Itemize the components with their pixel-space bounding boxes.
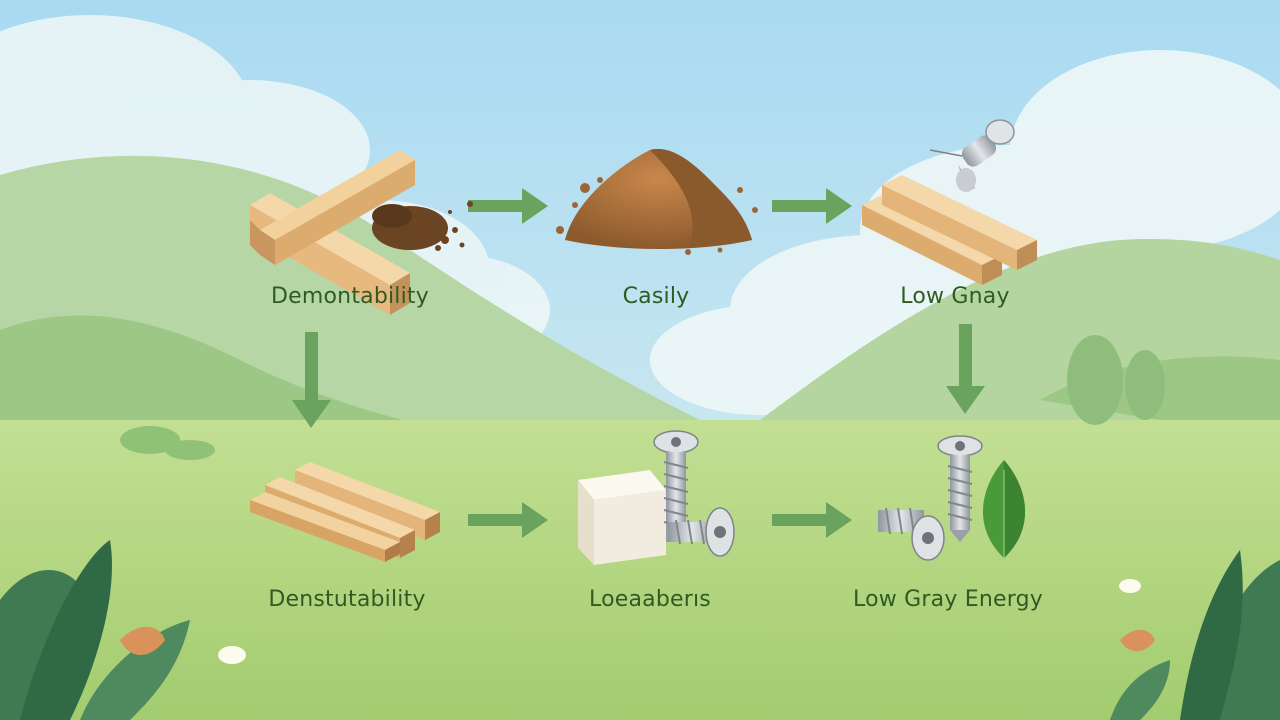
meadow [0, 420, 1280, 720]
label-loeaaberis: Loeaaberıs [500, 587, 800, 612]
label-casily: Casily [506, 284, 806, 309]
label-low-gray-energy: Low Gray Energy [798, 587, 1098, 612]
label-denstutability: Denstutability [197, 587, 497, 612]
label-demontability: Demontability [200, 284, 500, 309]
label-low-gnay: Low Gnay [805, 284, 1105, 309]
